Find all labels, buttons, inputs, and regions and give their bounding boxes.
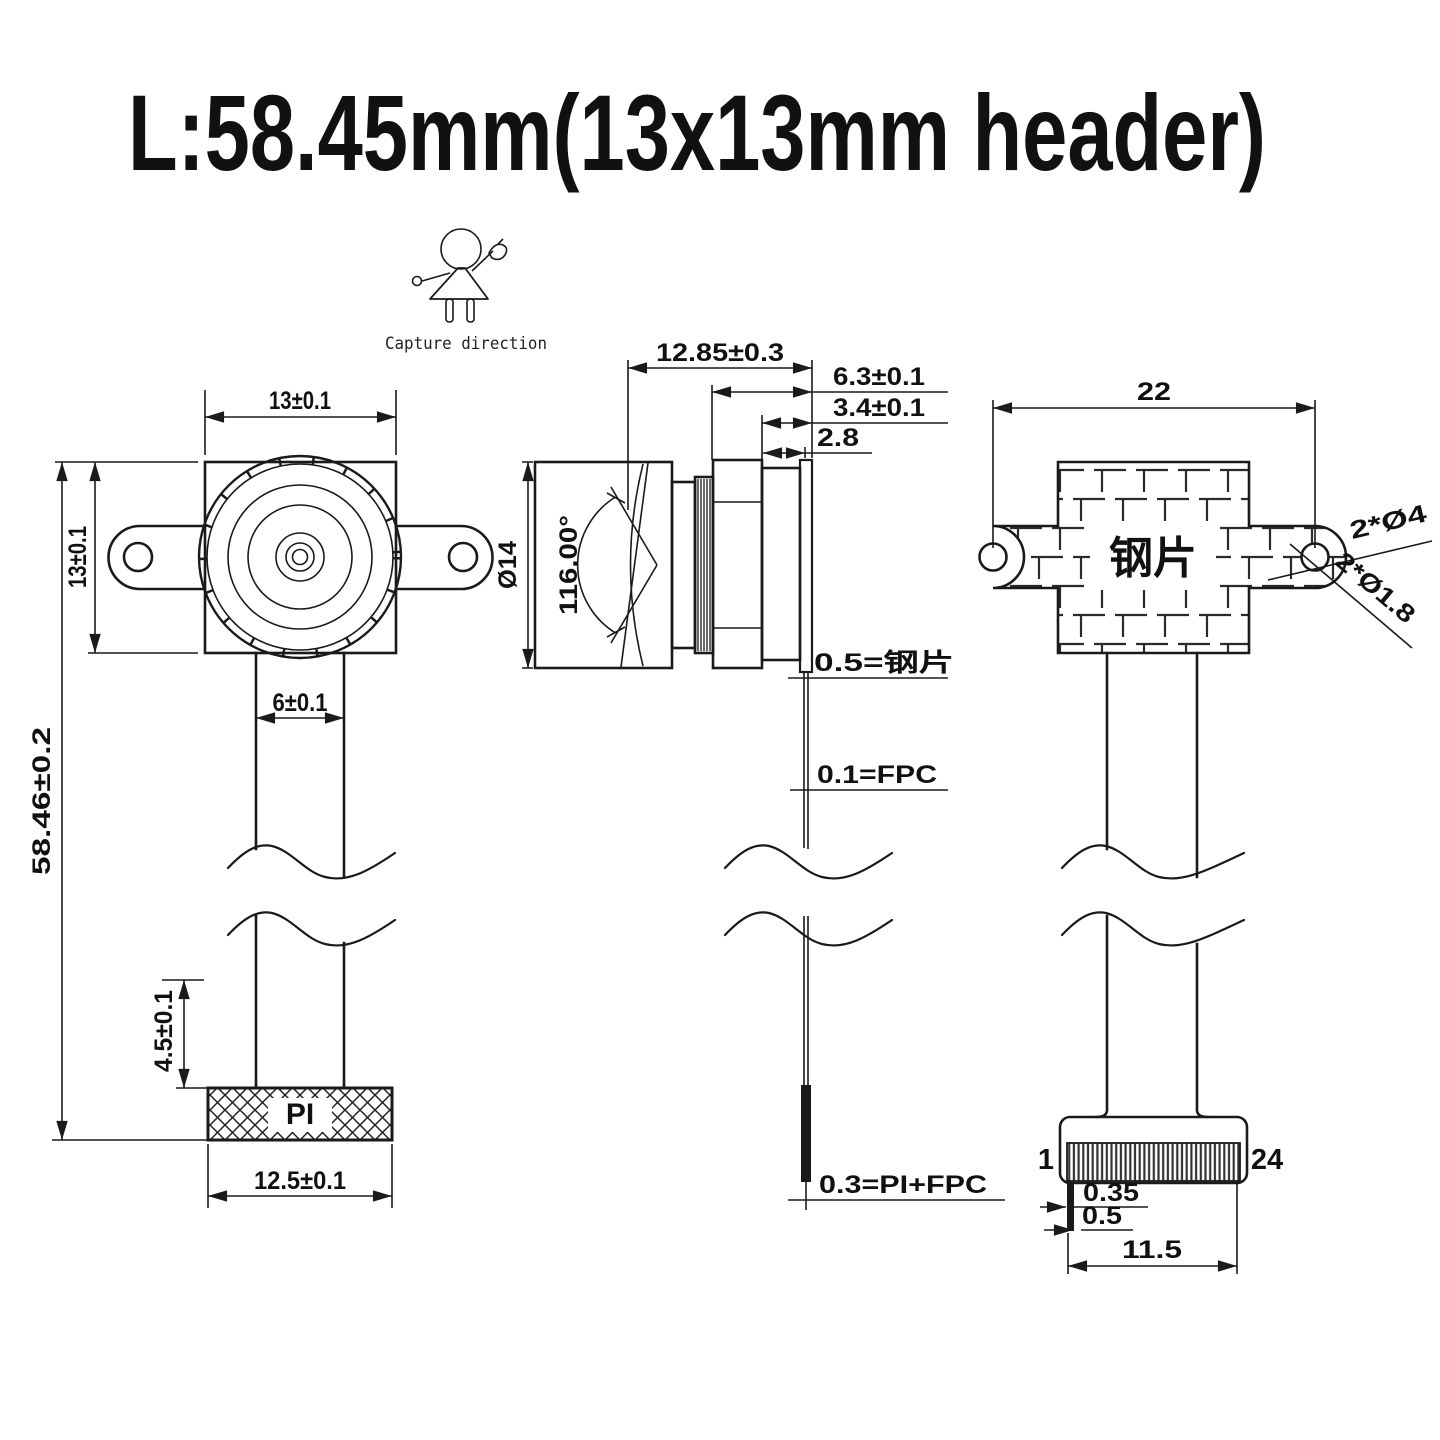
- back-dim-pitch-text: 0.5: [1082, 1202, 1122, 1230]
- page-title: L:58.45mm(13x13mm header): [128, 72, 1266, 193]
- side-break-wave-1: [723, 844, 894, 880]
- back-connector-body: [1058, 1115, 1249, 1185]
- front-dim-width-text: 13±0.1: [269, 387, 331, 415]
- side-dim-back-text: 3.4±0.1: [833, 394, 925, 422]
- front-cable: [254, 651, 346, 1090]
- back-dim-connw-text: 11.5: [1122, 1236, 1182, 1264]
- front-tab-right: [394, 524, 494, 591]
- back-pin1-label: 1: [1038, 1144, 1054, 1176]
- side-dim-total-text: 12.85±0.3: [656, 339, 784, 367]
- front-tab-left: [107, 524, 207, 591]
- figure-leg-right: [466, 298, 475, 323]
- side-callout-fpc-text: 0.1=FPC: [817, 761, 937, 789]
- side-holder-back: [760, 466, 802, 662]
- front-dim-pitail-text: 4.5±0.1: [150, 990, 178, 1072]
- figure-head: [440, 228, 482, 270]
- front-dim-height-ext: [55, 461, 198, 654]
- side-pi-fpc-bar: [801, 1085, 811, 1182]
- back-break-wave-1: [1060, 844, 1246, 880]
- back-dim-pinw-text: 0.35: [1083, 1179, 1139, 1207]
- front-break-wave-2: [226, 911, 397, 947]
- side-neck: [670, 480, 697, 650]
- side-fov-text: 116.00°: [555, 515, 583, 615]
- back-view: 钢片 22 2*Ø4 2*Ø1.8 1 24 0.35 0.5 11.5: [978, 378, 1433, 1274]
- front-lens: [197, 454, 403, 660]
- side-break-wave-2: [723, 911, 894, 947]
- back-pin-mark: [1067, 1183, 1074, 1231]
- front-hole-left: [122, 541, 154, 573]
- side-callout-steel-text: 0.5=钢片: [814, 649, 954, 677]
- front-hole-right: [447, 541, 479, 573]
- side-callout-pifpc-text: 0.3=PI+FPC: [819, 1171, 987, 1199]
- back-dim-span-text: 22: [1137, 378, 1171, 406]
- side-view: 116.00° Ø14 12.85±0.3 6.3±0.1 3.4±0.1 2.…: [494, 339, 1005, 1210]
- side-lens-glass-edge: [620, 462, 649, 668]
- figure-dress: [429, 267, 489, 300]
- back-leader-hole: [1289, 543, 1413, 649]
- back-dim-span-ext: [992, 400, 1316, 548]
- front-view: PI 13±0.1 13±0.1 58.46±0.2 6±0.1 4.5±0.1…: [28, 387, 494, 1208]
- side-holder-front: [711, 458, 764, 670]
- front-dim-piwidth-text: 12.5±0.1: [254, 1167, 346, 1195]
- back-steel-outline: [992, 460, 1348, 655]
- front-dim-total-text: 58.46±0.2: [28, 727, 56, 875]
- side-fpc: [803, 672, 809, 1085]
- back-leader-pad-text: 2*Ø4: [1347, 499, 1430, 544]
- front-break-wave-1: [226, 844, 397, 880]
- front-pi-label-box: [268, 1098, 332, 1132]
- front-pi-label: PI: [286, 1098, 314, 1131]
- figure-leg-left: [445, 298, 454, 323]
- back-connector-pins: [1066, 1142, 1241, 1182]
- figure-hand-left: [411, 275, 423, 287]
- side-fov-arc: [576, 496, 616, 634]
- back-leader-pad: [1267, 540, 1433, 581]
- back-cable: [1095, 651, 1209, 1119]
- side-holder-steps: [713, 501, 762, 629]
- side-dim-extensions: [627, 360, 813, 510]
- back-pin24-label: 24: [1251, 1144, 1283, 1176]
- side-lens-glass-curve: [629, 463, 644, 667]
- side-dim-lens-text: Ø14: [494, 541, 522, 589]
- back-break-wave-2: [1060, 911, 1246, 947]
- side-steel-plate: [798, 458, 814, 674]
- capture-direction-figure: Capture direction: [385, 228, 547, 354]
- back-steel-label: 钢片: [1109, 534, 1197, 583]
- capture-direction-label: Capture direction: [385, 334, 547, 354]
- side-threads-hatch: [697, 479, 711, 651]
- front-dim-cable-text: 6±0.1: [273, 689, 328, 717]
- figure-arm-left: [421, 272, 451, 282]
- side-dim-holder-text: 6.3±0.1: [833, 363, 925, 391]
- front-pcb-outline: [203, 460, 398, 655]
- front-dim-height-text: 13±0.1: [64, 526, 92, 588]
- side-dim-step-text: 2.8: [817, 424, 859, 452]
- back-steel-label-box: [1090, 524, 1216, 590]
- figure-hand-right: [488, 238, 508, 261]
- side-fov-arc-ticks: [606, 492, 626, 638]
